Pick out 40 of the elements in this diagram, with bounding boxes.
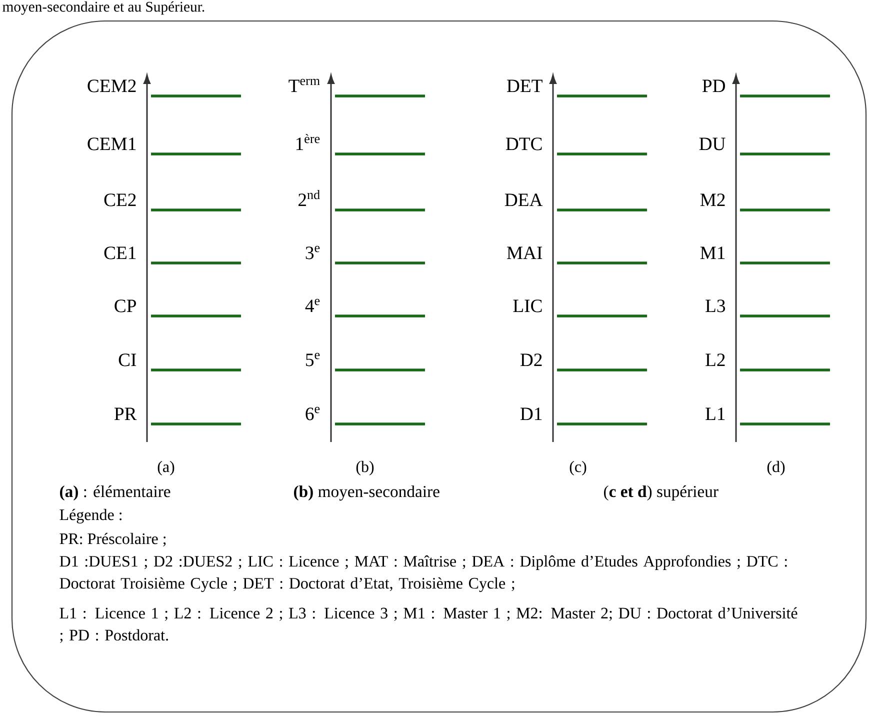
- legend-text: PR: Préscolaire ;: [60, 532, 166, 546]
- level-label: T$^{erm}$: [288, 78, 320, 92]
- level-label: 4$^{e}$: [305, 298, 320, 312]
- legend-text: Légende :: [60, 508, 122, 524]
- level-label: M2: [700, 194, 725, 206]
- level-caption: (b) moyen-secondaire: [294, 485, 440, 501]
- level-label: L1: [706, 408, 725, 420]
- level-label: L2: [706, 354, 725, 366]
- level-label: CEM1: [88, 138, 136, 150]
- level-label: CE1: [104, 246, 136, 260]
- panel-label: (a): [158, 460, 174, 476]
- panel-label: (c): [570, 460, 586, 476]
- heading-text: moyen-secondaire et au Supérieur.: [2, 1, 204, 15]
- level-label: CEM2: [88, 80, 136, 92]
- level-label: CI: [118, 354, 136, 366]
- panel-label: (b): [356, 460, 374, 476]
- level-label: DEA: [504, 194, 543, 206]
- level-label: D1: [520, 408, 542, 420]
- level-label: 6$^{e}$: [306, 406, 320, 420]
- level-label: CE2: [104, 194, 136, 206]
- level-label: PR: [114, 408, 137, 420]
- level-label: LIC: [513, 300, 542, 312]
- level-label: DET: [507, 80, 542, 92]
- level-label: DTC: [506, 138, 542, 150]
- level-label: CP: [114, 300, 136, 312]
- level-label: DU: [699, 138, 726, 150]
- level-label: PD: [702, 80, 725, 92]
- level-label: 2$^{nd}$: [298, 190, 320, 206]
- level-label: 5$^{e}$: [306, 352, 320, 366]
- level-label: M1: [700, 246, 725, 259]
- level-label: 1$^{ère}$: [296, 134, 320, 150]
- legend-paragraph: D1 :DUES1 ; D2 :DUES2 ; LIC : Licence ; MAT : Maîtrise ; DEA : Diplôme d’Etudes Approfondies ; DTC : Doctorat Troisième Cycle ; DET : Doctorat d’Etat, Troisième Cycle ;: [60, 555, 787, 592]
- level-caption: (c et d) supérieur: [604, 485, 718, 501]
- level-label: 3$^{e}$: [306, 246, 320, 260]
- level-label: D2: [520, 354, 542, 366]
- level-label: MAI: [507, 246, 542, 259]
- level-label: L3: [706, 300, 726, 312]
- level-caption: (a) : élémentaire: [60, 485, 170, 501]
- legend-paragraph: L1 : Licence 1 ; L2 : Licence 2 ; L3 : Licence 3 ; M1 : Master 1 ; M2: Master 2; DU : Doctorat d’Université ; PD : Postdorat.: [60, 607, 798, 643]
- panel-label: (d): [767, 460, 785, 476]
